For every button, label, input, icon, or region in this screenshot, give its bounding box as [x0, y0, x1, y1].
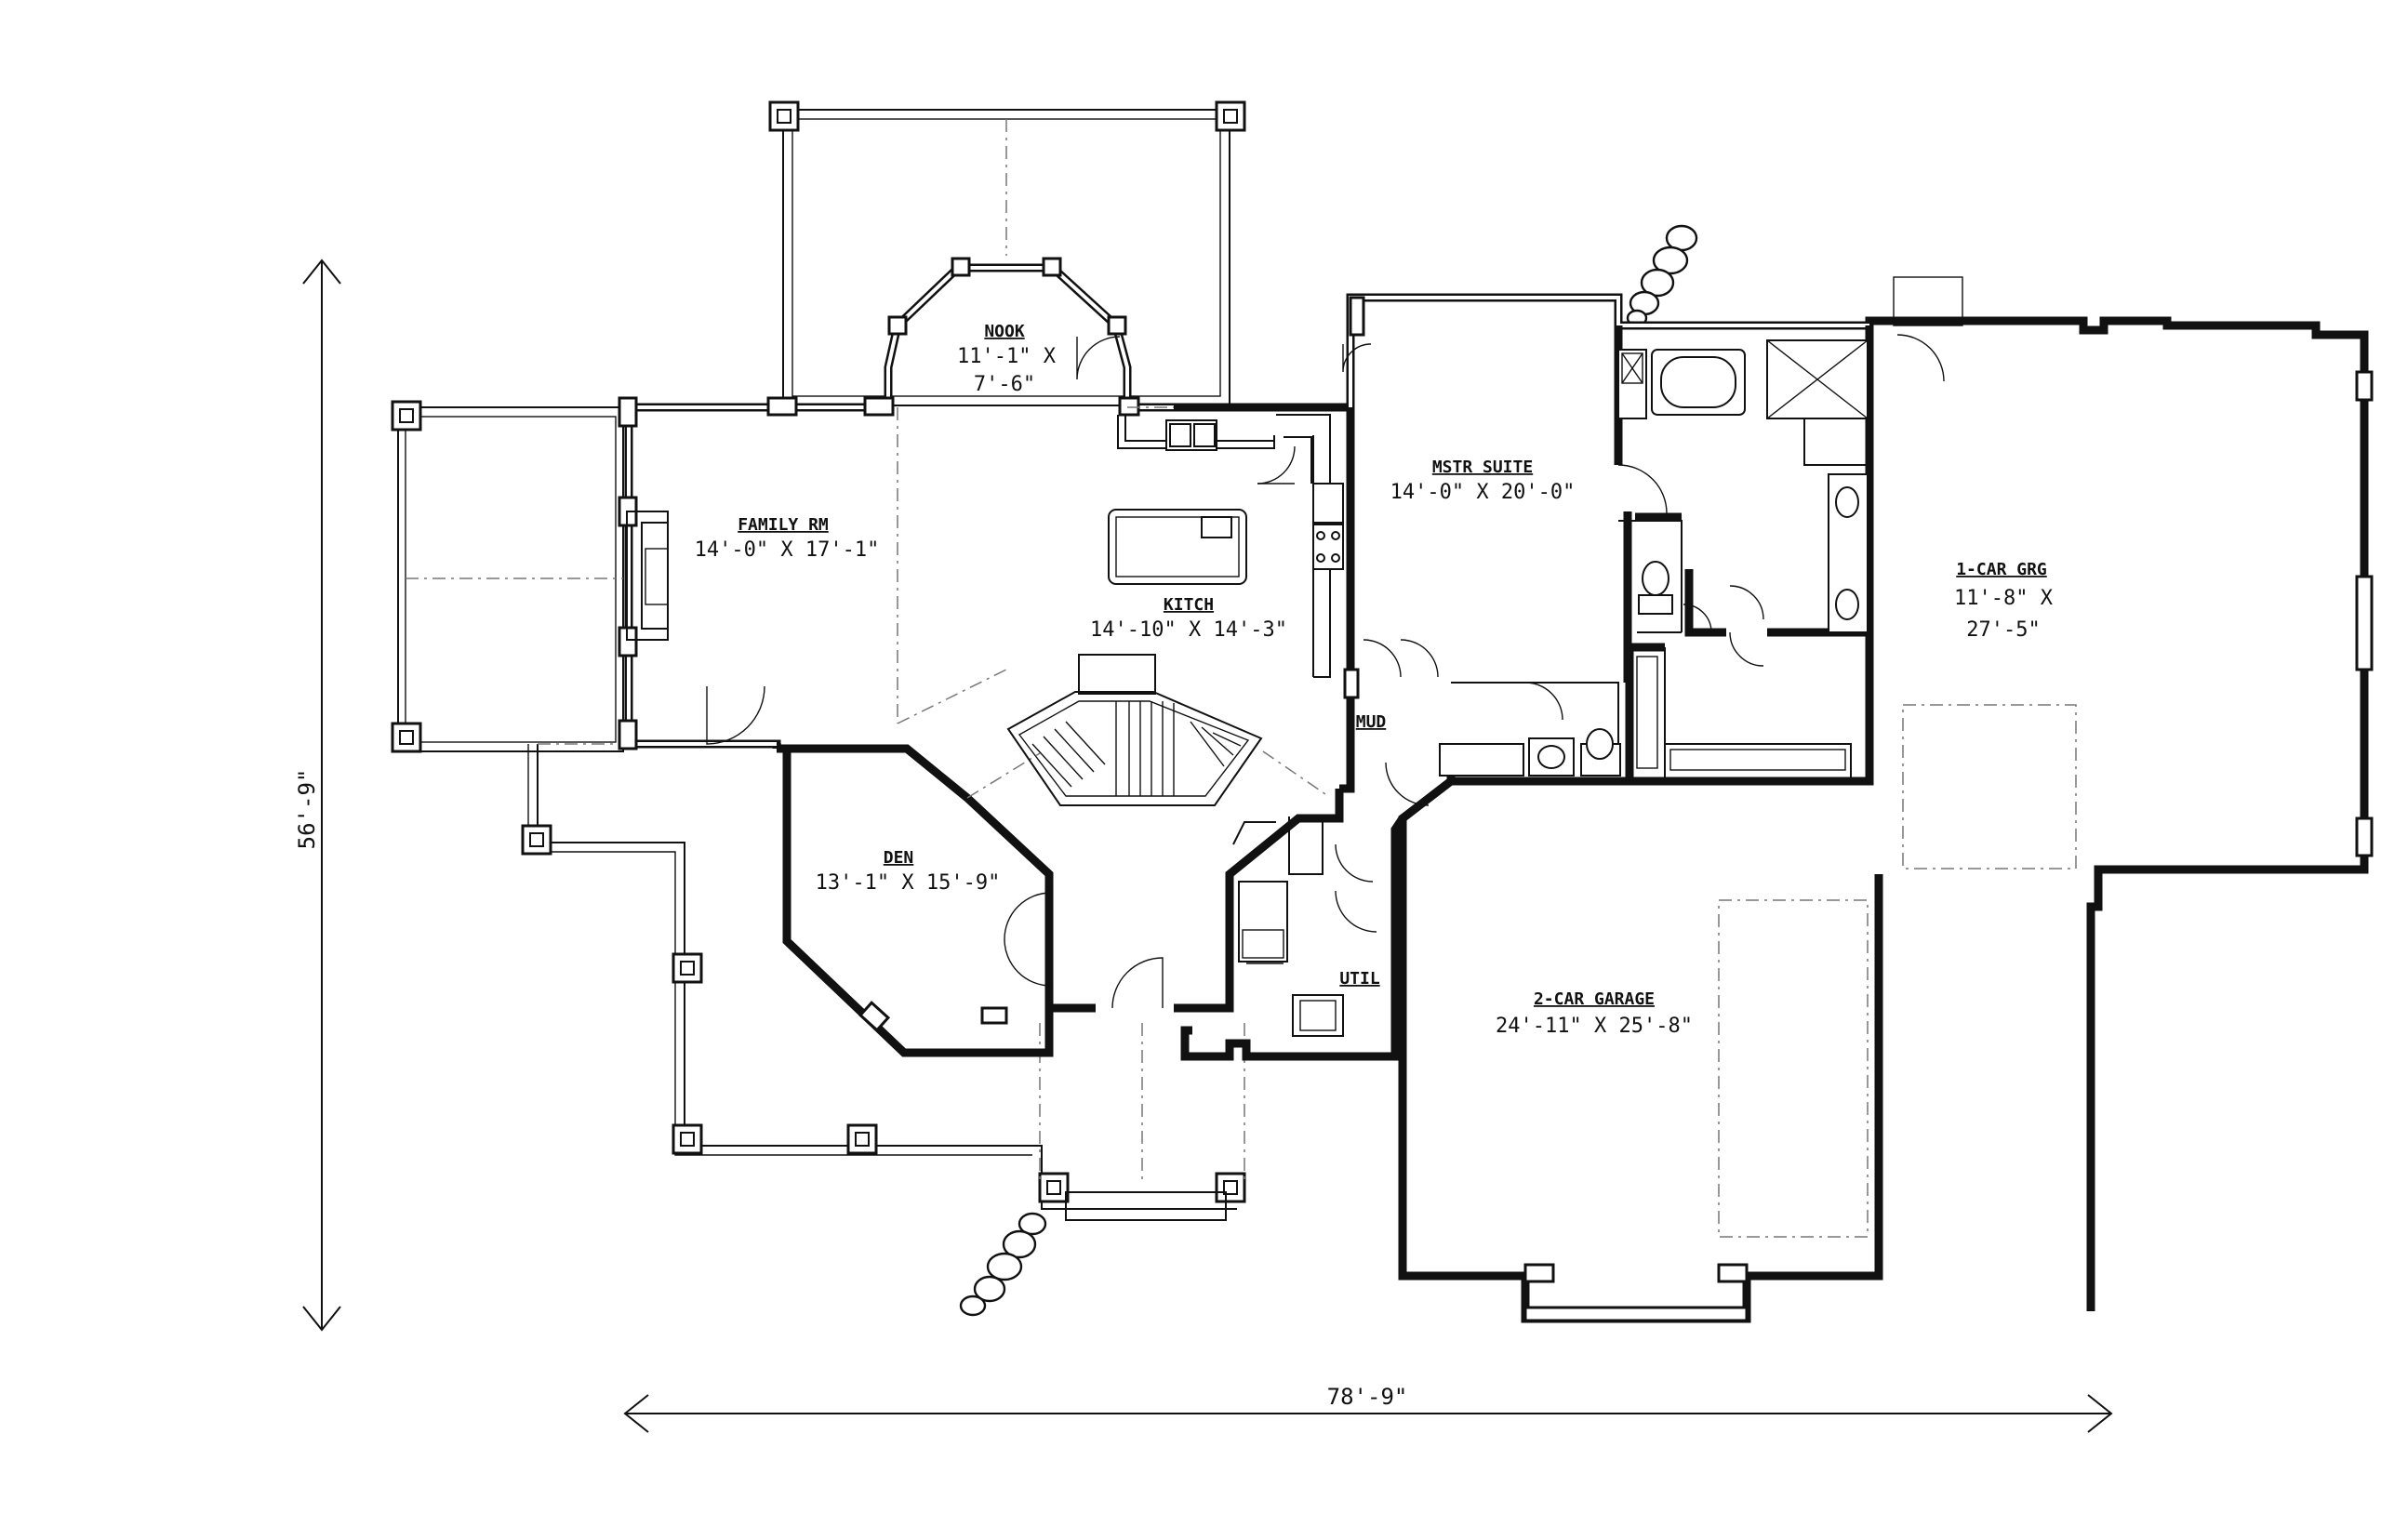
mud-util-fixtures	[1232, 728, 1621, 1037]
den-name: DEN	[884, 848, 914, 868]
overall-width-dimension: 78'-9"	[623, 1384, 2113, 1433]
util-name: UTIL	[1339, 969, 1380, 989]
room-label-two-car: 2-CAR GARAGE 24'-11" X 25'-8"	[1496, 989, 1693, 1038]
room-label-family: FAMILY RM 14'-0" X 17'-1"	[695, 515, 880, 562]
front-porch	[521, 743, 1246, 1221]
mud-name: MUD	[1356, 712, 1387, 732]
overall-depth-dimension: 56'-9"	[294, 259, 341, 1332]
room-label-nook: NOOK 11'-1" X 7'-6"	[957, 322, 1057, 396]
landscape-rocks-bottom	[959, 1212, 1047, 1317]
room-label-one-car: 1-CAR GRG 11'-8" X 27'-5"	[1954, 560, 2054, 642]
family-pergola	[391, 400, 624, 753]
master-dim: 14'-0" X 20'-0"	[1390, 481, 1576, 504]
den-dim: 13'-1" X 15'-9"	[816, 871, 1001, 895]
master-bath	[1451, 325, 1869, 781]
room-label-mud: MUD	[1356, 712, 1387, 732]
room-label-util: UTIL	[1339, 969, 1380, 989]
overall-depth-label: 56'-9"	[294, 769, 320, 850]
family-dim: 14'-0" X 17'-1"	[695, 538, 880, 562]
room-label-den: DEN 13'-1" X 15'-9"	[816, 848, 1001, 895]
garage-doors	[1718, 276, 2077, 1238]
overall-width-label: 78'-9"	[1327, 1384, 1408, 1410]
nook-dim-1: 11'-1" X	[957, 345, 1057, 368]
one-car-dim-1: 11'-8" X	[1954, 587, 2054, 610]
room-separators	[897, 406, 1329, 799]
kitchen-dim: 14'-10" X 14'-3"	[1090, 618, 1287, 642]
stair	[1006, 654, 1263, 806]
room-label-kitchen: KITCH 14'-10" X 14'-3"	[1090, 595, 1287, 642]
room-label-master: MSTR SUITE 14'-0" X 20'-0"	[1390, 458, 1576, 504]
rear-pergola	[768, 100, 1246, 406]
kitchen-name: KITCH	[1164, 595, 1214, 615]
nook-name: NOOK	[984, 322, 1025, 341]
landscape-rocks-top	[1626, 224, 1698, 327]
family-name: FAMILY RM	[738, 515, 829, 535]
two-car-dim: 24'-11" X 25'-8"	[1496, 1015, 1693, 1038]
window-marks	[618, 257, 2374, 1322]
master-name: MSTR SUITE	[1432, 458, 1533, 477]
one-car-dim-2: 27'-5"	[1966, 618, 2040, 642]
exterior-walls	[624, 263, 2369, 1323]
doors	[706, 334, 1945, 1009]
kitchen-cabinets	[1108, 414, 1344, 678]
nook-dim-2: 7'-6"	[974, 373, 1035, 396]
two-car-name: 2-CAR GARAGE	[1534, 989, 1655, 1009]
fireplace	[626, 511, 669, 641]
one-car-name: 1-CAR GRG	[1956, 560, 2047, 579]
